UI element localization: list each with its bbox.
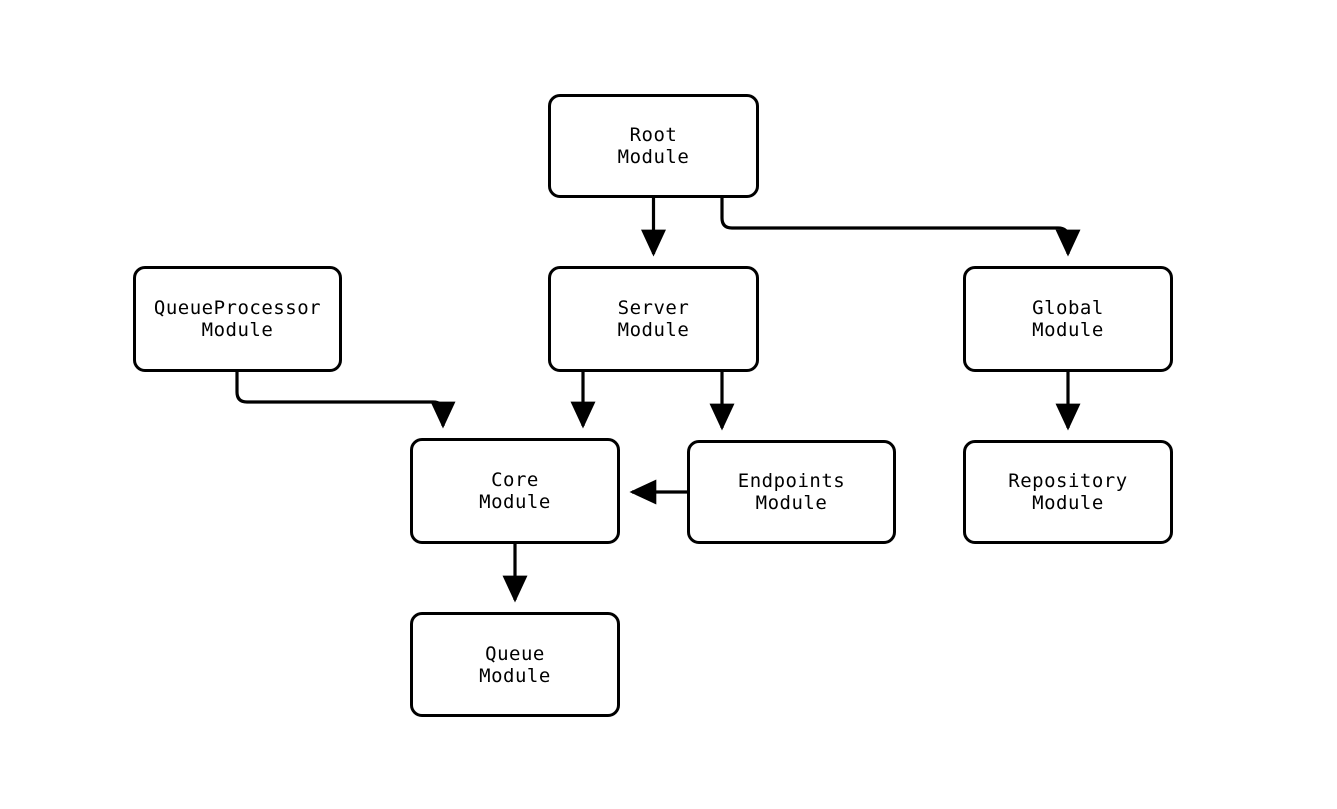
- edge-root-global: [720, 198, 1081, 257]
- node-endpoints-module[interactable]: Endpoints Module: [687, 440, 896, 544]
- node-endpoints-module-line2: Module: [755, 492, 828, 514]
- edge-queueprocessor-core: [235, 372, 456, 429]
- node-repository-module-line2: Module: [1032, 492, 1104, 514]
- node-root-module[interactable]: Root Module: [548, 94, 759, 198]
- node-global-module[interactable]: Global Module: [963, 266, 1173, 372]
- node-global-module-line1: Global: [1032, 297, 1104, 319]
- node-server-module[interactable]: Server Module: [548, 266, 759, 372]
- node-root-module-line2: Module: [617, 146, 690, 168]
- node-queue-module-line2: Module: [479, 664, 551, 687]
- node-core-module-line1: Core: [491, 469, 539, 491]
- node-core-module-line2: Module: [479, 491, 551, 513]
- node-queueprocessor-module-line1: QueueProcessor: [153, 297, 322, 319]
- node-queue-module[interactable]: Queue Module: [410, 612, 620, 717]
- node-repository-module-line1: Repository: [1008, 470, 1128, 492]
- node-server-module-line2: Module: [617, 319, 690, 341]
- node-global-module-line2: Module: [1032, 319, 1104, 341]
- node-queue-module-line1: Queue: [485, 642, 545, 665]
- node-root-module-line1: Root: [629, 124, 678, 146]
- node-core-module[interactable]: Core Module: [410, 438, 620, 544]
- node-endpoints-module-line1: Endpoints: [737, 470, 846, 492]
- node-repository-module[interactable]: Repository Module: [963, 440, 1173, 544]
- node-server-module-line1: Server: [617, 297, 690, 319]
- node-queueprocessor-module-line2: Module: [201, 319, 274, 341]
- node-queueprocessor-module[interactable]: QueueProcessor Module: [133, 266, 342, 372]
